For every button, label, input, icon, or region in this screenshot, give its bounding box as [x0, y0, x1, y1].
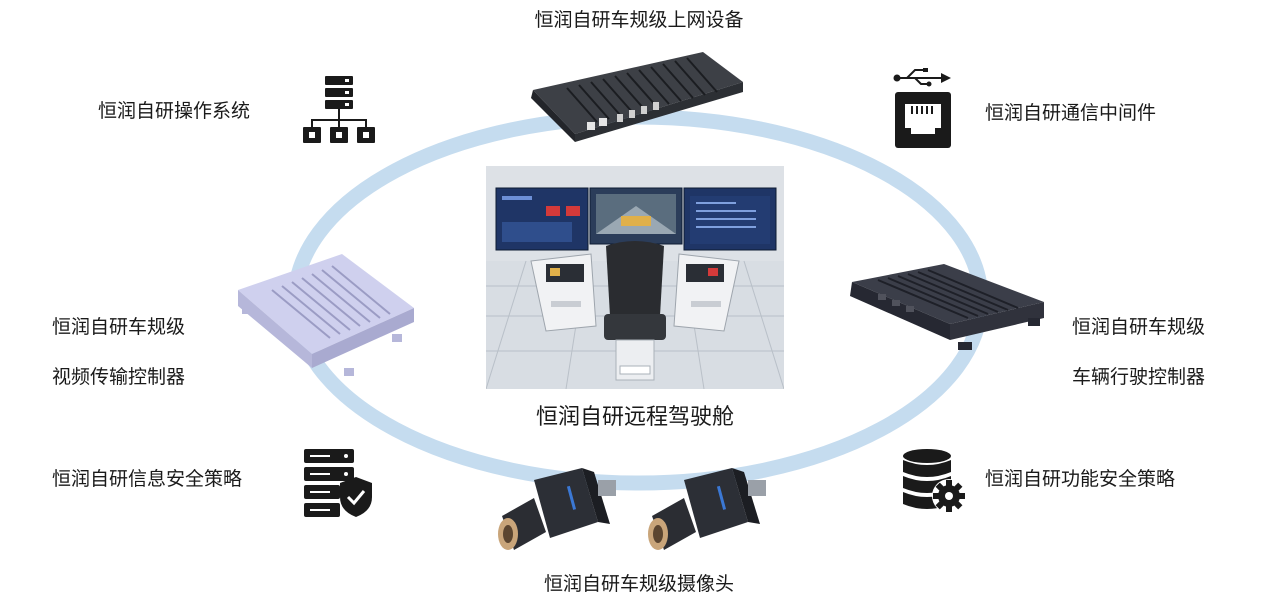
center-title: 恒润自研远程驾驶舱 [535, 405, 734, 430]
node-bottom-label: 恒润自研车规级摄像头 [543, 573, 734, 595]
node-bottom-right-label: 恒润自研功能安全策略 [985, 468, 1176, 490]
node-right-label: 恒润自研车规级 车辆行驶控制器 [1072, 290, 1205, 415]
database-gear-icon [901, 448, 973, 524]
node-top-left-label: 恒润自研操作系统 [98, 100, 251, 122]
driving-controller-image [848, 260, 1048, 364]
camera-image [494, 458, 774, 558]
node-bottom-left-label: 恒润自研信息安全策略 [52, 468, 243, 490]
node-right-label-line1: 恒润自研车规级 [1072, 316, 1206, 338]
server-shield-icon [302, 447, 374, 523]
node-top-right-label: 恒润自研通信中间件 [985, 102, 1157, 124]
node-left-label-line2: 视频传输控制器 [52, 366, 186, 388]
node-right-label-line2: 车辆行驶控制器 [1072, 366, 1206, 388]
node-left-label: 恒润自研车规级 视频传输控制器 [52, 290, 185, 415]
remote-cockpit-photo [486, 166, 784, 389]
node-top-label: 恒润自研车规级上网设备 [534, 9, 744, 31]
node-left-label-line1: 恒润自研车规级 [52, 316, 186, 338]
video-controller-image [232, 250, 420, 384]
internet-device-image [527, 42, 749, 146]
server-network-icon [301, 74, 377, 150]
usb-ethernet-icon [893, 68, 955, 156]
